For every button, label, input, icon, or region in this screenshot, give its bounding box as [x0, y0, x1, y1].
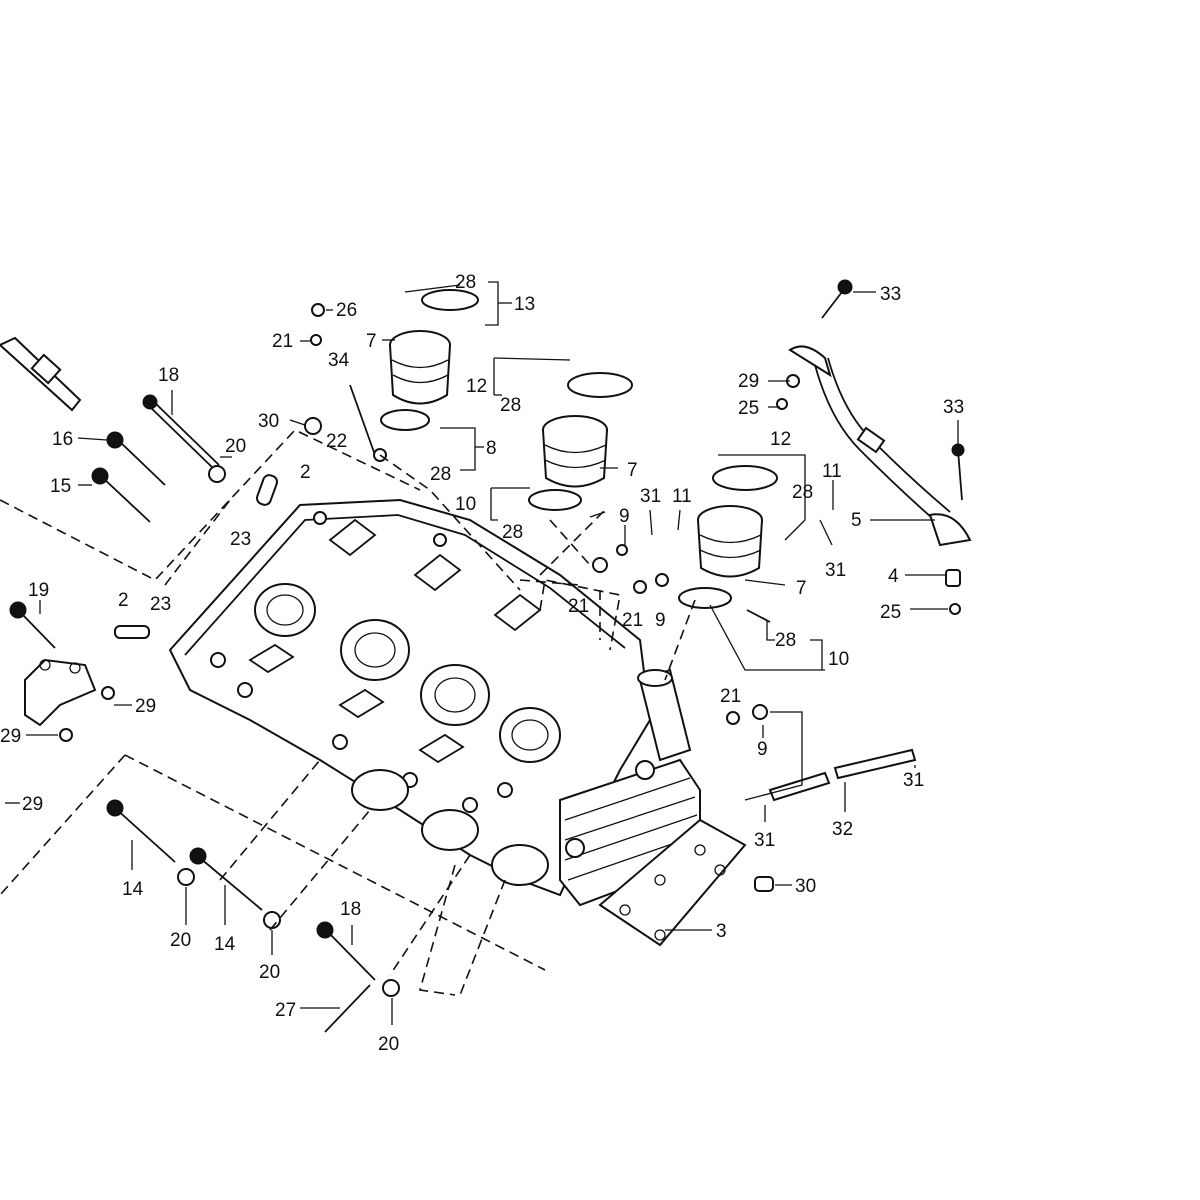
callout-13: 13: [514, 294, 535, 315]
callout-11: 11: [672, 486, 692, 507]
assembly-guide-lines: [0, 429, 696, 996]
callout-11: 11: [822, 461, 842, 482]
washers-nuts: [59, 303, 961, 997]
callout-2: 2: [300, 462, 311, 483]
bolts: [9, 279, 965, 1033]
head-gasket: [598, 818, 747, 947]
callout-7: 7: [796, 578, 807, 599]
callout-22: 22: [326, 431, 347, 452]
callout-31: 31: [825, 560, 846, 581]
breather-pipe: [788, 345, 972, 547]
callout-7: 7: [627, 460, 638, 481]
callout-5: 5: [851, 510, 862, 531]
callout-33: 33: [880, 284, 901, 305]
callout-14: 14: [122, 879, 144, 900]
callout-9: 9: [655, 610, 666, 631]
callout-30: 30: [258, 411, 279, 432]
callout-16: 16: [52, 429, 73, 450]
rocker-bracket: [24, 658, 97, 727]
intake-boot-center: [528, 372, 633, 511]
spark-plug: [0, 336, 82, 412]
callout-29: 29: [0, 726, 21, 747]
callout-4: 4: [888, 566, 899, 587]
callout-27: 27: [275, 1000, 296, 1021]
callout-8: 8: [486, 438, 497, 459]
callout-18: 18: [340, 899, 361, 920]
callout-21: 21: [568, 596, 589, 617]
callout-29: 29: [738, 371, 759, 392]
intake-boot-upper-left: [380, 289, 479, 431]
callout-21: 21: [622, 610, 643, 631]
callout-20: 20: [378, 1034, 399, 1055]
callout-29: 29: [135, 696, 156, 717]
callout-19: 19: [28, 580, 49, 601]
callout-31: 31: [754, 830, 775, 851]
callout-labels: 28 13 26 21 7 34 12 28 30 22 8 28 7 10 2…: [0, 272, 964, 1055]
callout-32: 32: [832, 819, 853, 840]
callout-15: 15: [50, 476, 71, 497]
callout-9: 9: [619, 506, 630, 527]
callout-30: 30: [795, 876, 816, 897]
callout-3: 3: [716, 921, 727, 942]
callout-7: 7: [366, 331, 377, 352]
leader-lines: [5, 281, 959, 1025]
callout-28: 28: [500, 395, 521, 416]
callout-23: 23: [150, 594, 171, 615]
callout-28: 28: [792, 482, 813, 503]
callout-9: 9: [757, 739, 768, 760]
callout-25: 25: [738, 398, 759, 419]
callout-14: 14: [214, 934, 236, 955]
callout-20: 20: [170, 930, 191, 951]
callout-12: 12: [466, 376, 487, 397]
callout-20: 20: [225, 436, 246, 457]
callout-34: 34: [328, 350, 350, 371]
callout-28: 28: [502, 522, 523, 543]
callout-29: 29: [22, 794, 43, 815]
callout-10: 10: [455, 494, 476, 515]
callout-10: 10: [828, 649, 849, 670]
callout-21: 21: [272, 331, 293, 352]
callout-28: 28: [430, 464, 451, 485]
callout-18: 18: [158, 365, 179, 386]
callout-28: 28: [455, 272, 476, 293]
callout-12: 12: [770, 429, 791, 450]
callout-31: 31: [640, 486, 661, 507]
cylinder-head: [168, 498, 701, 907]
callout-25: 25: [880, 602, 901, 623]
callout-28: 28: [775, 630, 796, 651]
intake-boot-right: [678, 465, 778, 609]
callout-23: 23: [230, 529, 251, 550]
callout-31: 31: [903, 770, 924, 791]
callout-26: 26: [336, 300, 357, 321]
callout-21: 21: [720, 686, 741, 707]
dowel-pipes: [768, 748, 917, 802]
callout-33: 33: [943, 397, 964, 418]
callout-2: 2: [118, 590, 129, 611]
callout-20: 20: [259, 962, 280, 983]
